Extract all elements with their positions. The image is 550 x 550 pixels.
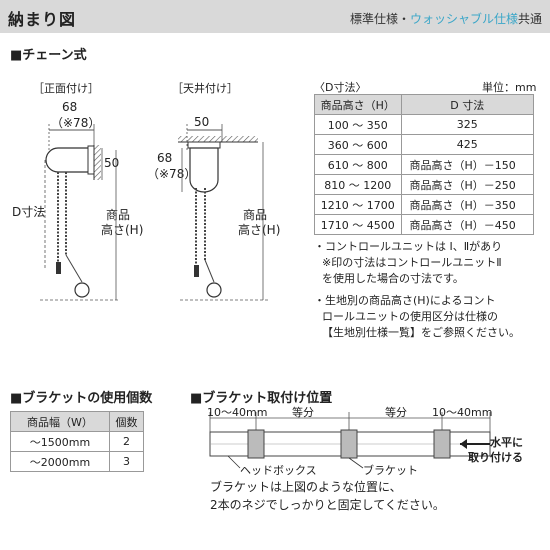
- bracket-position-title: ■ブラケット取付け位置: [190, 391, 333, 406]
- table-header-row: 商品高さ（H） D 寸法: [314, 94, 534, 115]
- note-line: ・コントロールユニットは Ⅰ、Ⅱがあり: [314, 240, 503, 253]
- headbox-label: ヘッドボックス: [240, 464, 317, 477]
- note-line: 【生地別仕様一覧】をご参照ください。: [322, 326, 520, 339]
- cell-d: 商品高さ（H）－150: [400, 154, 534, 175]
- cell-height: 1710 ～ 4500: [314, 214, 402, 235]
- header-bar: [0, 0, 550, 33]
- level-label-2: 取り付ける: [468, 451, 523, 464]
- front-height-label-2: 高さ(H): [101, 223, 144, 237]
- dim-left: 10～40mm: [207, 406, 268, 419]
- front-width-alt-dim: （※78）: [51, 116, 101, 130]
- page-title: 納まり図: [8, 10, 77, 29]
- cell-height: 1210 ～ 1700: [314, 194, 402, 215]
- cell-width: ～2000mm: [10, 451, 110, 472]
- spec-washable: ウォッシャブル仕様: [409, 12, 518, 26]
- bracket-note-line: 2本のネジでしっかりと固定してください。: [210, 498, 445, 512]
- front-mount-drawing: [40, 124, 120, 301]
- front-depth-dim: 50: [104, 156, 120, 170]
- spec-subtitle: 標準仕様・ウォッシャブル仕様共通: [350, 10, 542, 27]
- bracket-label: ブラケット: [363, 464, 418, 477]
- cell-d: 商品高さ（H）－250: [400, 174, 534, 195]
- dim-equal-1: 等分: [292, 406, 314, 419]
- ceiling-width-dim: 50: [194, 115, 210, 129]
- d-table-unit: 単位：mm: [482, 81, 537, 94]
- ceiling-mount-drawing: [178, 124, 268, 301]
- cell-height: 360 ～ 600: [314, 134, 402, 155]
- front-width-dim: 68: [62, 100, 78, 114]
- bracket-note-line: ブラケットは上図のような位置に、: [210, 480, 402, 494]
- spec-common: 共通: [517, 12, 542, 26]
- cell-d: 325: [400, 114, 534, 135]
- ceiling-height-label-2: 高さ(H): [238, 223, 281, 237]
- cell-width: ～1500mm: [10, 431, 110, 452]
- note-line: を使用した場合の寸法です。: [322, 272, 464, 285]
- note-line: ※印の寸法はコントロールユニットⅡ: [322, 256, 502, 269]
- bracket-position-drawing: [209, 412, 491, 469]
- front-d-label: D寸法: [12, 205, 46, 219]
- ceiling-mount-label: ［天井付け］: [172, 82, 238, 95]
- header-d: D 寸法: [400, 94, 534, 115]
- spec-standard: 標準仕様・: [349, 12, 410, 26]
- ceiling-depth-dim: 68: [157, 151, 173, 165]
- table-header-row: 商品幅（W） 個数: [10, 411, 145, 432]
- bracket-note: ブラケットは上図のような位置に、 2本のネジでしっかりと固定してください。: [210, 478, 530, 514]
- chain-section-title: ■チェーン式: [10, 48, 87, 63]
- dim-right: 10～40mm: [432, 406, 493, 419]
- header-height: 商品高さ（H）: [314, 94, 402, 115]
- front-height-label-1: 商品: [106, 208, 131, 222]
- note-line: ロールユニットの使用区分は仕様の: [322, 310, 498, 323]
- cell-height: 610 ～ 800: [314, 154, 402, 175]
- cell-height: 100 ～ 350: [314, 114, 402, 135]
- note-line: ・生地別の商品高さ(H)によるコント: [314, 294, 496, 307]
- cell-d: 商品高さ（H）－350: [400, 194, 534, 215]
- cell-count: 2: [108, 431, 145, 452]
- cell-count: 3: [108, 451, 145, 472]
- cell-d: 商品高さ（H）－450: [400, 214, 534, 235]
- dim-equal-2: 等分: [385, 406, 407, 419]
- ceiling-depth-alt-dim: （※78）: [147, 167, 197, 181]
- level-label-1: 水平に: [490, 436, 523, 449]
- bracket-count-title: ■ブラケットの使用個数: [10, 391, 153, 406]
- ceiling-height-label-1: 商品: [243, 208, 268, 222]
- header-width: 商品幅（W）: [10, 411, 110, 432]
- cell-d: 425: [400, 134, 534, 155]
- front-mount-label: ［正面付け］: [33, 82, 99, 95]
- cell-height: 810 ～ 1200: [314, 174, 402, 195]
- d-table-title: 〈D寸法〉: [314, 81, 367, 94]
- header-count: 個数: [108, 411, 145, 432]
- notes-block: ・コントロールユニットは Ⅰ、Ⅱがあり ※印の寸法はコントロールユニットⅡ を使…: [314, 239, 540, 341]
